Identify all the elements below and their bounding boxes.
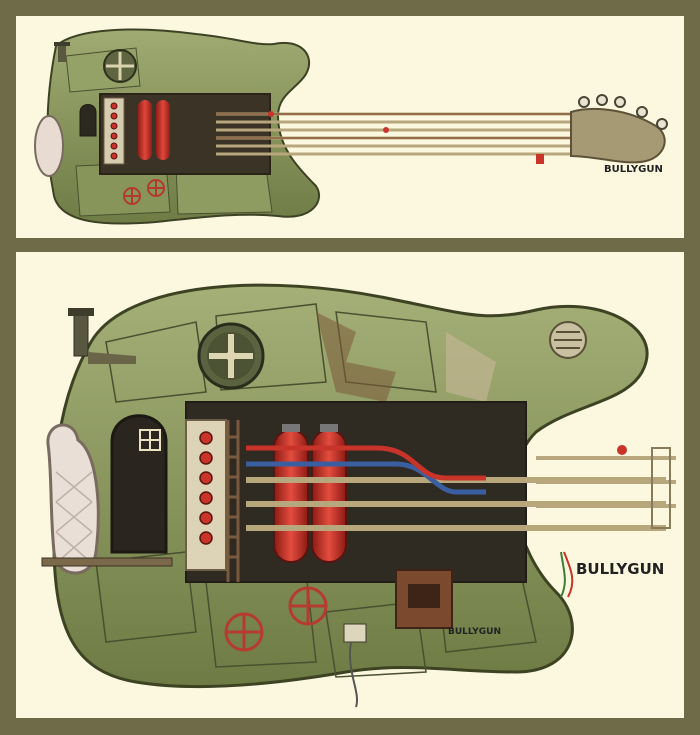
vent-icon <box>549 321 587 359</box>
tuning-pegs <box>578 94 668 130</box>
machinery-cavity <box>99 93 271 175</box>
quilted-pad <box>34 115 64 177</box>
quilted-pad <box>46 423 100 575</box>
headstock <box>570 107 666 164</box>
body-closeup-illustration: BULLYGUN BULLYGUN <box>41 283 676 708</box>
chimney <box>58 44 66 62</box>
full-guitar-illustration: BULLYGUN <box>34 28 668 225</box>
signature-small: BULLYGUN <box>448 627 501 637</box>
fan-icon <box>197 322 265 390</box>
fan-icon <box>103 49 137 83</box>
full-guitar-panel: BULLYGUN <box>16 16 684 238</box>
signature: BULLYGUN <box>576 560 664 578</box>
red-tank <box>156 100 170 160</box>
red-tank <box>138 100 152 160</box>
signature: BULLYGUN <box>604 164 663 175</box>
chimney-closeup <box>68 308 136 364</box>
valve-wheels <box>224 586 328 652</box>
body-closeup-panel: BULLYGUN BULLYGUN <box>16 252 684 718</box>
